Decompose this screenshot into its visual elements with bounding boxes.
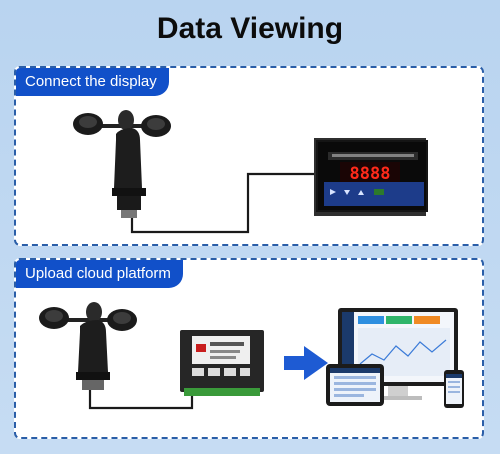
section-label: Connect the display bbox=[16, 68, 169, 96]
controller-box-icon bbox=[180, 330, 264, 396]
cable bbox=[130, 172, 322, 234]
anemometer-icon bbox=[73, 110, 171, 218]
section-cloud-platform: Upload cloud platform bbox=[14, 258, 484, 439]
anemometer-icon bbox=[39, 302, 137, 390]
arrow-right-icon bbox=[284, 346, 328, 380]
section-connect-display: Connect the display 8888 bbox=[14, 66, 484, 246]
page-title: Data Viewing bbox=[156, 12, 344, 45]
monitor-icon bbox=[338, 308, 458, 400]
section-label: Upload cloud platform bbox=[16, 260, 183, 288]
tablet-icon bbox=[326, 364, 384, 406]
panel-display-icon: 8888 bbox=[314, 138, 428, 216]
display-readout: 8888 bbox=[350, 164, 391, 184]
phone-icon bbox=[444, 370, 464, 408]
cable bbox=[88, 388, 194, 410]
